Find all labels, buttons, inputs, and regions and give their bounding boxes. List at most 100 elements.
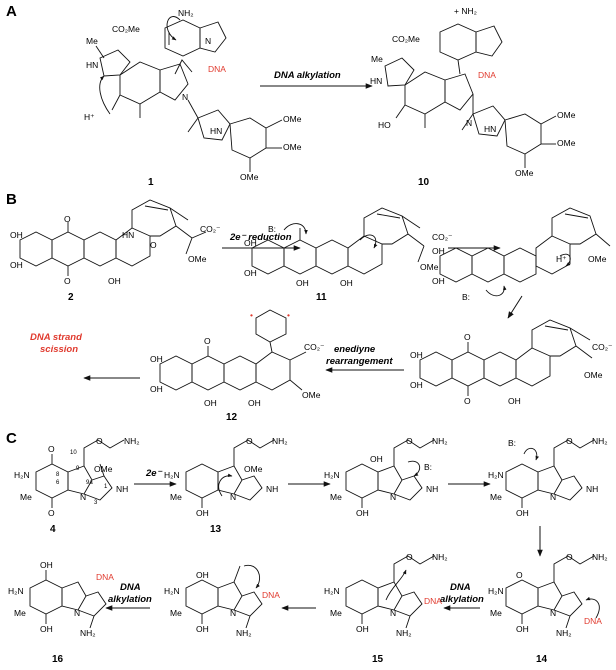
radical-dot-12a: • <box>250 310 253 320</box>
compound-10-structure <box>384 23 557 168</box>
label-dna-16: DNA <box>96 572 114 582</box>
label-ome-13: OMe <box>244 464 263 474</box>
compound-4-label: 4 <box>50 524 56 535</box>
arrow-label-enediyne-1: enediyne <box>334 344 376 355</box>
compound-12-label: 12 <box>226 412 238 423</box>
panel-label-b: B <box>6 191 17 208</box>
label-ome-10c: OMe <box>515 168 534 178</box>
label-oh-c3: OH <box>196 624 209 634</box>
compound-intermediate-c3-structure <box>185 564 263 629</box>
label-co2-11: CO₂⁻ <box>432 232 453 242</box>
arrow-label-c-alk2-2: alkylation <box>108 594 152 605</box>
label-ome-10b: OMe <box>557 138 576 148</box>
label-dna-15: DNA <box>424 596 442 606</box>
label-n-4: N <box>80 492 86 502</box>
compound-11-label: 11 <box>316 292 327 303</box>
label-oh-c3b: OH <box>196 570 209 580</box>
label-hplus-1: H⁺ <box>84 112 95 122</box>
label-ho-10: HO <box>378 120 391 130</box>
label-n-c3: N <box>230 608 236 618</box>
label-oh-16b: OH <box>40 560 53 570</box>
compound-2-structure <box>19 199 207 276</box>
label-o-14: O <box>566 552 573 562</box>
arrow-label-dna-strand-1: DNA strand <box>30 332 82 343</box>
label-oh-2c: OH <box>108 276 121 286</box>
label-num3-4: 3 <box>94 500 98 506</box>
label-dna-10: DNA <box>478 70 496 80</box>
arrow-label-2e-reduction: 2e⁻ reduction <box>229 232 292 243</box>
label-n-14: N <box>550 608 556 618</box>
label-o-12a: O <box>204 336 211 346</box>
label-oh-12d: OH <box>248 398 261 408</box>
label-oh-12c: OH <box>204 398 217 408</box>
label-nh-c1: NH <box>426 484 438 494</box>
compound-14-label: 14 <box>536 654 548 665</box>
label-o-b2b: O <box>464 396 471 406</box>
label-oh-13: OH <box>196 508 209 518</box>
label-base-c2: B: <box>508 438 516 448</box>
label-me-16: Me <box>14 608 26 618</box>
label-base-11: B: <box>268 224 276 234</box>
label-oh-2a: OH <box>10 230 23 240</box>
label-oh-2b: OH <box>10 260 23 270</box>
panel-label-a: A <box>6 3 17 20</box>
label-me-c1: Me <box>330 492 342 502</box>
compound-4-structure <box>35 439 125 508</box>
label-nh2-c1: NH₂ <box>432 436 448 446</box>
label-ome-1a: OMe <box>283 114 302 124</box>
label-o-4b: O <box>48 444 55 454</box>
label-o-14b: O <box>516 570 523 580</box>
label-o-15: O <box>406 552 413 562</box>
panel-label-c: C <box>6 430 17 447</box>
label-me-4: Me <box>20 492 32 502</box>
label-me-1: Me <box>86 36 98 46</box>
label-nh2-c3: NH₂ <box>236 628 252 638</box>
label-n-c1: N <box>390 492 396 502</box>
label-ome-2: OMe <box>188 254 207 264</box>
label-h2n-13: H₂N <box>164 470 180 480</box>
label-oh-b2a: OH <box>410 350 423 360</box>
label-me-10: Me <box>371 54 383 64</box>
compound-10-label: 10 <box>418 177 430 188</box>
label-nh2-15: NH₂ <box>432 552 448 562</box>
label-oh-b2b: OH <box>410 380 423 390</box>
label-hplus-b1: H⁺ <box>556 254 567 264</box>
compound-11-structure <box>251 207 425 275</box>
label-ome-10a: OMe <box>557 110 576 120</box>
label-me-c2: Me <box>490 492 502 502</box>
compound-intermediate-c1-structure <box>345 439 435 508</box>
compound-15-label: 15 <box>372 654 384 665</box>
label-base-c1: B: <box>424 462 432 472</box>
compound-15-structure <box>345 555 435 629</box>
arrow-label-enediyne-2: rearrangement <box>326 356 393 367</box>
label-oh-11a: OH <box>244 238 257 248</box>
label-num9-4: 9 <box>76 466 80 472</box>
compound-2-label: 2 <box>68 292 74 303</box>
label-oh-15: OH <box>356 624 369 634</box>
label-oh-c2: OH <box>516 508 529 518</box>
label-hn-1: HN <box>86 60 98 70</box>
label-co2me-10: CO₂Me <box>392 34 420 44</box>
label-oh-b1a: OH <box>432 246 445 256</box>
arrow-label-2e-c: 2e⁻ <box>145 468 163 479</box>
arrow-label-dna-strand-2: scission <box>40 344 78 355</box>
compound-16-structure <box>29 570 107 629</box>
label-ome-b1: OMe <box>588 254 607 264</box>
label-n2-1: N <box>182 92 188 102</box>
label-oh-c1b: OH <box>370 454 383 464</box>
label-me-c3: Me <box>170 608 182 618</box>
compound-1-structure <box>95 19 283 172</box>
label-nh2-15b: NH₂ <box>396 628 412 638</box>
label-oh-11b: OH <box>244 268 257 278</box>
label-ome-1c: OMe <box>240 172 259 182</box>
label-hn2-1: HN <box>210 126 222 136</box>
label-nh2-13: NH₂ <box>272 436 288 446</box>
label-oh-16: OH <box>40 624 53 634</box>
label-nh-4: NH <box>116 484 128 494</box>
label-h2n-4: H₂N <box>14 470 30 480</box>
label-h2n-16: H₂N <box>8 586 24 596</box>
label-o-2a: O <box>64 214 71 224</box>
label-num8-4: 8 <box>56 472 60 478</box>
label-ome-4: OMe <box>94 464 113 474</box>
